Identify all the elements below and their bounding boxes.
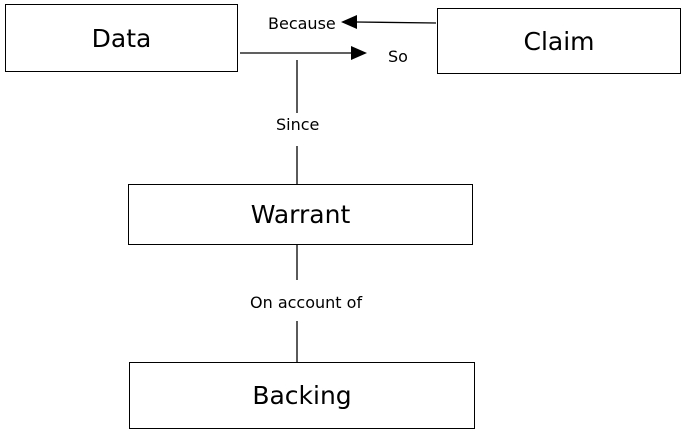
- data-box-label: Data: [91, 23, 152, 53]
- warrant-box: Warrant: [128, 184, 473, 245]
- so-label: So: [388, 47, 408, 66]
- backing-box-label: Backing: [252, 381, 352, 410]
- data-box: Data: [5, 4, 238, 72]
- so-arrowhead: [351, 46, 367, 60]
- claim-box: Claim: [437, 8, 681, 74]
- warrant-box-label: Warrant: [250, 200, 351, 229]
- because-label: Because: [268, 14, 336, 33]
- backing-box: Backing: [129, 362, 475, 429]
- on-account-of-label: On account of: [250, 293, 363, 312]
- because-arrowhead: [341, 15, 357, 29]
- because-arrow-line: [355, 21, 437, 24]
- since-label: Since: [276, 115, 320, 134]
- claim-box-label: Claim: [523, 26, 595, 56]
